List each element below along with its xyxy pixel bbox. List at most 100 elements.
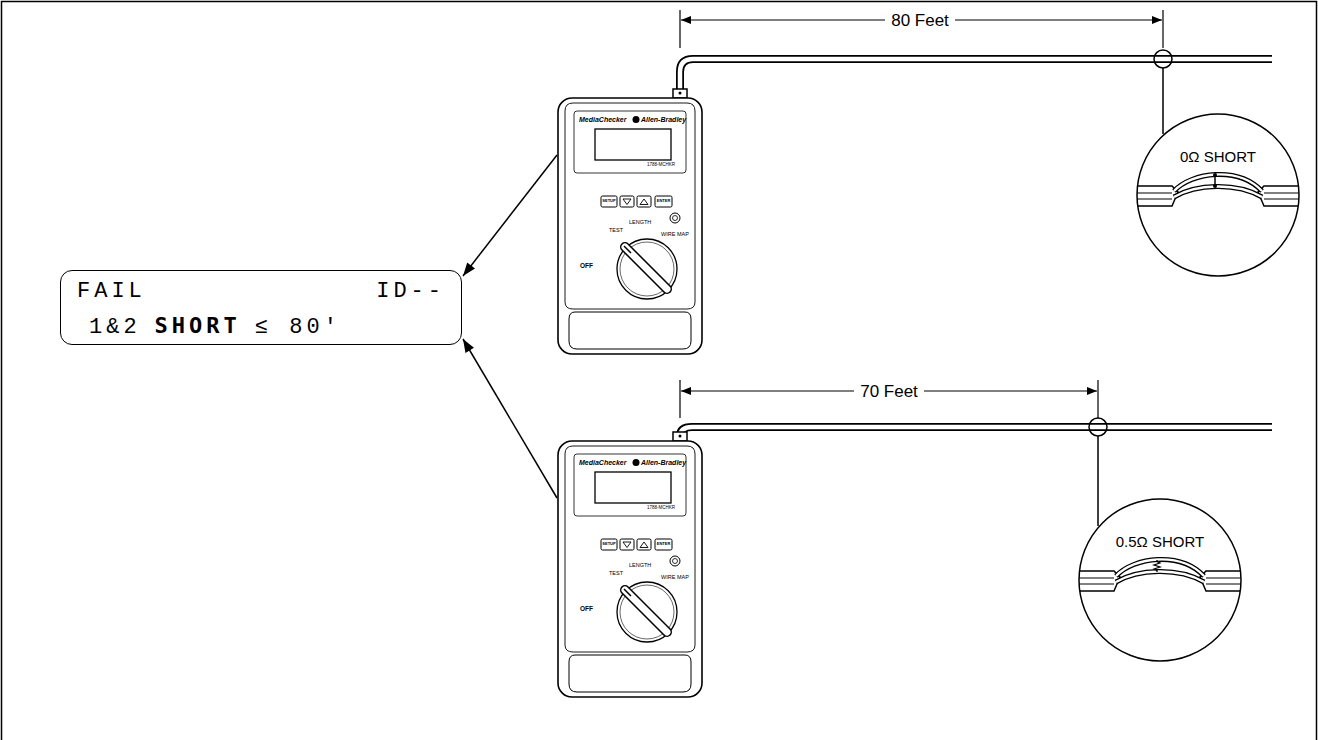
fault-marker [1089,418,1107,436]
drawing-part [633,116,640,123]
device-label: 1788-MCHKR [647,163,675,168]
drawing-part [558,98,702,354]
drawing-part [623,542,631,548]
drawing-part [617,582,677,642]
dimension-tick [1162,10,1163,48]
cable-jacket [1258,186,1318,206]
drawing-part [1120,199,1172,200]
drawing-part [620,585,674,639]
drawing-part [1174,186,1262,197]
drawing-part [637,196,651,207]
drawing-part [623,199,631,205]
magnified-fault: 0Ω SHORT [1136,113,1300,277]
drawing-part [558,441,702,697]
device-label: LENGTH [629,220,651,226]
cable-core [680,427,1273,437]
device-label: SETUP [601,199,617,203]
device-label: Allen-Bradley [641,459,686,466]
connector [673,432,687,441]
device-label: WIRE MAP [661,232,689,238]
drawing-part [620,196,634,207]
drawing-part [673,559,678,564]
device-label: OFF [580,606,593,613]
cable-jacket [1120,186,1178,206]
drawing-part [624,589,631,596]
cable-core [680,59,1273,93]
cable-jacket [1200,571,1262,591]
fault-marker [1154,50,1172,68]
drawing-part [670,213,680,223]
device-label: MediaChecker [579,116,626,123]
cable-jacket [1062,571,1120,591]
lcd-text: FAIL [77,281,146,303]
device-label: ENTER [655,542,672,546]
leader-line [1097,436,1099,526]
drawing-part [601,539,617,550]
display-row: 1&2 SHORT ≤ 80' [77,315,445,339]
drawing-part [1062,578,1114,579]
drawing-part [1120,193,1172,194]
media-checker-device: MediaChecker Allen-Bradley 1788-MCHKR SETUP… [557,440,703,698]
device-body [557,97,703,355]
media-checker-device: MediaChecker Allen-Bradley 1788-MCHKR SETUP… [557,97,703,355]
device-label: SETUP [601,542,617,546]
drawing-part [637,539,651,550]
lcd-text: SHORT [155,315,241,337]
leader-line [1162,68,1164,134]
device-label: TEST [609,228,623,234]
connector-dot [679,435,682,438]
device-label: Allen-Bradley [641,116,686,123]
pointer-arrow [463,155,557,276]
drawing-part [624,246,631,253]
fault-label: 0.5Ω SHORT [1078,534,1242,549]
drawing-part [1137,114,1299,276]
connector [673,89,687,98]
drawing-part [1062,584,1114,585]
drawing-part [595,129,671,160]
device-body [557,440,703,698]
lcd-text: ID-- [376,281,445,303]
display-row: FAIL ID-- [77,281,445,303]
drawing-part [625,247,667,289]
drawing-part [673,216,678,221]
drawing-part [670,556,680,566]
wire [1174,186,1262,197]
drawing-part [617,239,677,299]
device-label: MediaChecker [579,459,626,466]
drawing-part [565,103,695,309]
cable [680,427,1272,436]
cable-cutaway [1062,559,1262,591]
drawing-part [640,542,648,548]
drawing-part [655,196,672,207]
device-label: OFF [580,263,593,270]
display-readout: FAIL ID-- 1&2 SHORT ≤ 80' [60,270,462,345]
magnifier-outline [1078,498,1242,662]
drawing-part [640,199,648,205]
device-label: 1788-MCHKR [647,506,675,511]
drawing-part [1264,199,1318,200]
dimension-label: 80 Feet [885,12,955,29]
drawing-part [1116,571,1204,582]
drawing-part [633,459,640,466]
magnified-fault: 0.5Ω SHORT [1078,498,1242,662]
fault-label: 0Ω SHORT [1136,149,1300,164]
drawing-part [569,312,691,349]
drawing-part [601,196,617,207]
drawing-part [595,472,671,503]
device-label: WIRE MAP [661,575,689,581]
device-label: ENTER [655,199,672,203]
drawing-part [1264,193,1318,194]
lcd-text: 1&2 [89,317,141,339]
lcd-text: ≤ 80' [255,317,341,339]
cable [680,59,1272,92]
drawing-part [620,242,674,296]
drawing-part [1206,584,1262,585]
dimension-tick [679,380,680,418]
dimension-tick [1097,380,1098,418]
device-label: TEST [609,571,623,577]
drawing-part [625,590,667,632]
drawing-part [1206,578,1262,579]
drawing-part [1062,559,1262,591]
cable-cutaway [1120,173,1318,206]
drawing-part [574,454,686,516]
